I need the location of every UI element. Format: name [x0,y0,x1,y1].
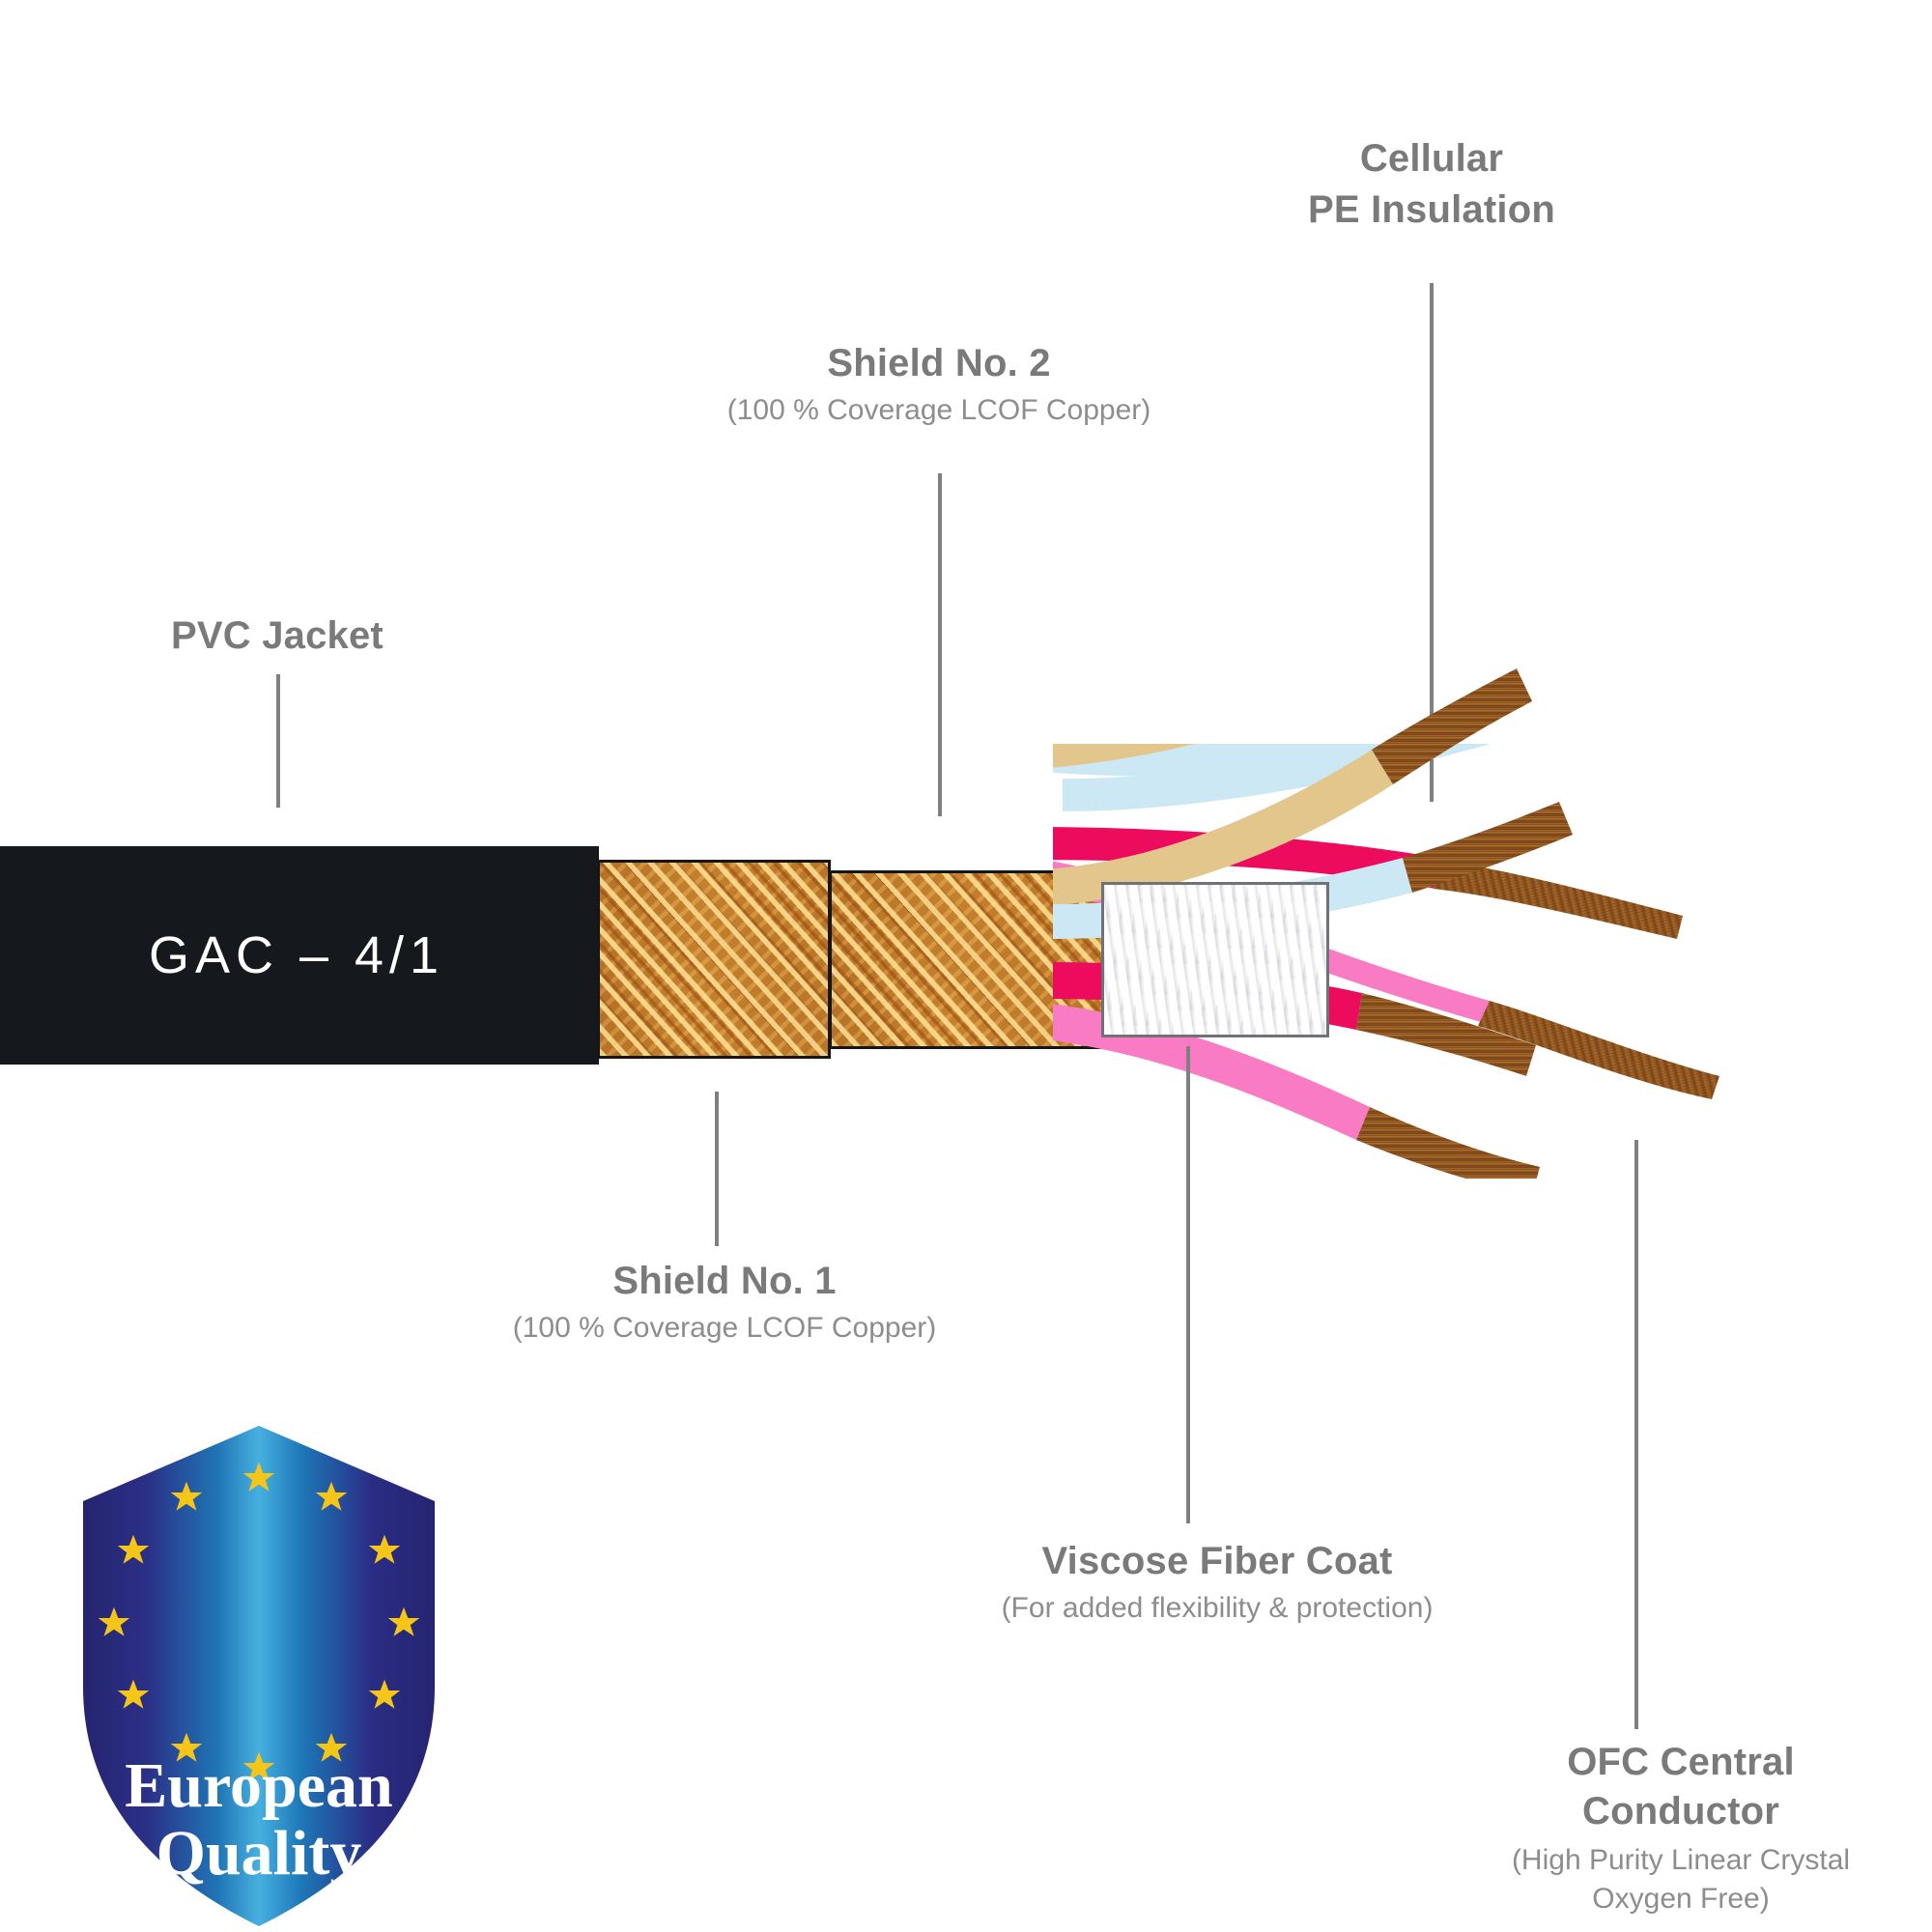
badge-line2: Quality [156,1818,362,1889]
callout-pvc-jacket: PVC Jacket [45,612,509,660]
callout-pvc-jacket-title: PVC Jacket [171,614,384,657]
callout-shield-no-2-subtitle: (100 % Coverage LCOF Copper) [726,393,1151,426]
european-quality-badge: European Quality [75,1420,442,1932]
shield-shape [83,1426,435,1926]
callout-viscose-fiber-subtitle: (For added flexibility & protection) [1001,1591,1434,1624]
callout-ofc-conductor-title-line2: Conductor [1582,1789,1779,1833]
cable-product-code: GAC – 4/1 [148,926,445,984]
leader-line-ofc-conductor [1634,1140,1638,1729]
shield-no-1-braid [597,860,831,1059]
pvc-jacket-body: GAC – 4/1 [0,846,599,1065]
tan-wire-main [1053,668,1532,906]
leader-line-shield-no-1 [715,1092,719,1246]
callout-ofc-conductor-title-line1: OFC Central [1567,1741,1795,1783]
callout-viscose-fiber-title: Viscose Fiber Coat [1041,1540,1393,1582]
conductor-wires-main [1053,668,1573,1179]
leader-line-shield-no-2 [938,473,942,816]
leader-line-pvc-jacket [276,674,280,808]
callout-viscose-fiber: Viscose Fiber Coat (For added flexibilit… [927,1538,1507,1626]
tan-wire [1053,744,1195,768]
callout-ofc-conductor-subtitle: (High Purity Linear Crystal Oxygen Free) [1511,1843,1851,1916]
callout-cellular-pe: Cellular PE Insulation [1151,135,1712,234]
viscose-fiber-window [1101,882,1329,1037]
callout-ofc-conductor: OFC Central Conductor (High Purity Linea… [1468,1739,1893,1919]
leader-line-cellular-pe [1430,283,1434,802]
callout-cellular-pe-title-line2: PE Insulation [1308,187,1555,231]
callout-shield-no-1-subtitle: (100 % Coverage LCOF Copper) [512,1311,937,1344]
leader-line-viscose-fiber [1186,1046,1190,1523]
eu-stars [98,1462,420,1781]
callout-shield-no-2: Shield No. 2 (100 % Coverage LCOF Copper… [649,340,1229,428]
badge-line1: European [125,1750,393,1821]
callout-shield-no-1-title: Shield No. 1 [612,1260,837,1302]
callout-cellular-pe-title-line1: Cellular [1359,137,1504,180]
pink-wire-main [1053,1004,1540,1179]
viscose-fiber-texture [1104,885,1326,1035]
callout-shield-no-1: Shield No. 1 (100 % Coverage LCOF Copper… [435,1258,1014,1346]
callout-shield-no-2-title: Shield No. 2 [827,342,1051,384]
